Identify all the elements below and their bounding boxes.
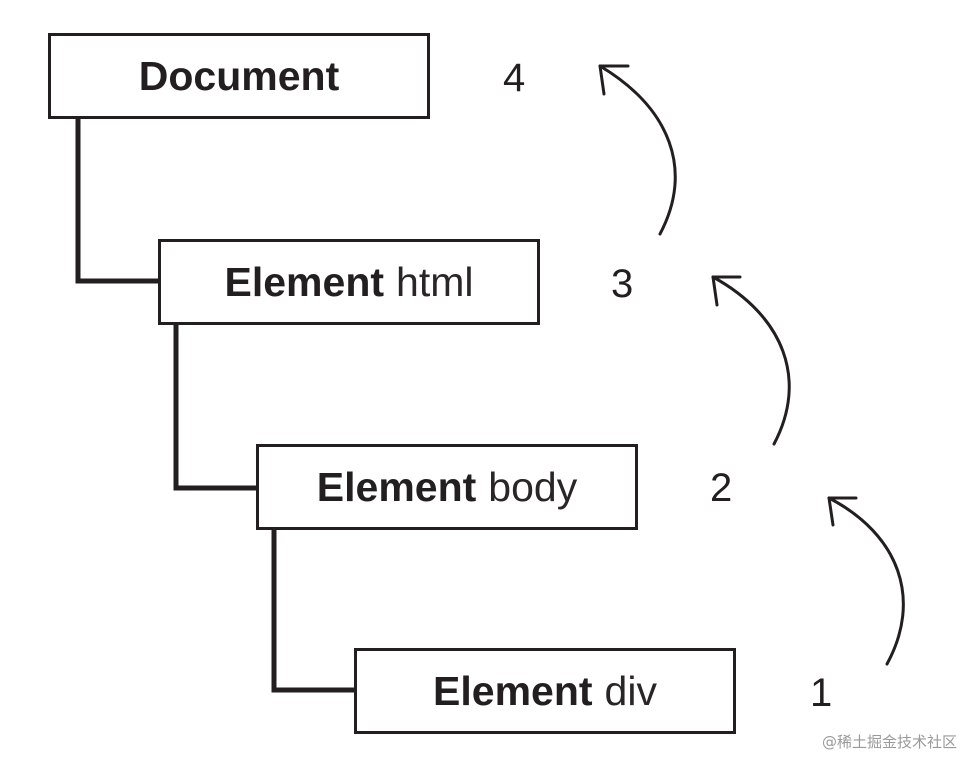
arrow-3-to-4 — [598, 64, 677, 236]
connector-html-body — [173, 324, 258, 491]
node-tag-label: html — [396, 258, 474, 305]
watermark: @稀土掘金技术社区 — [821, 733, 957, 751]
node-tag-label: body — [488, 463, 578, 510]
node-document: Document — [48, 33, 430, 119]
node-kind-label: Element — [316, 463, 477, 510]
step-number-3: 3 — [611, 262, 634, 306]
node-kind-label: Document — [138, 52, 340, 99]
step-number-4: 4 — [503, 56, 526, 100]
node-element-body: Element body — [256, 444, 638, 530]
arrow-2-to-3 — [711, 275, 791, 446]
step-number-1: 1 — [810, 671, 833, 715]
node-element-html: Element html — [158, 239, 540, 325]
arrow-1-to-2 — [827, 496, 905, 666]
connector-document-html — [75, 118, 158, 284]
node-element-div: Element div — [354, 648, 736, 734]
node-kind-label: Element — [433, 667, 593, 714]
node-kind-label: Element — [224, 258, 385, 305]
step-number-2: 2 — [710, 466, 733, 510]
node-tag-label: div — [604, 667, 657, 714]
connector-body-div — [271, 528, 354, 693]
